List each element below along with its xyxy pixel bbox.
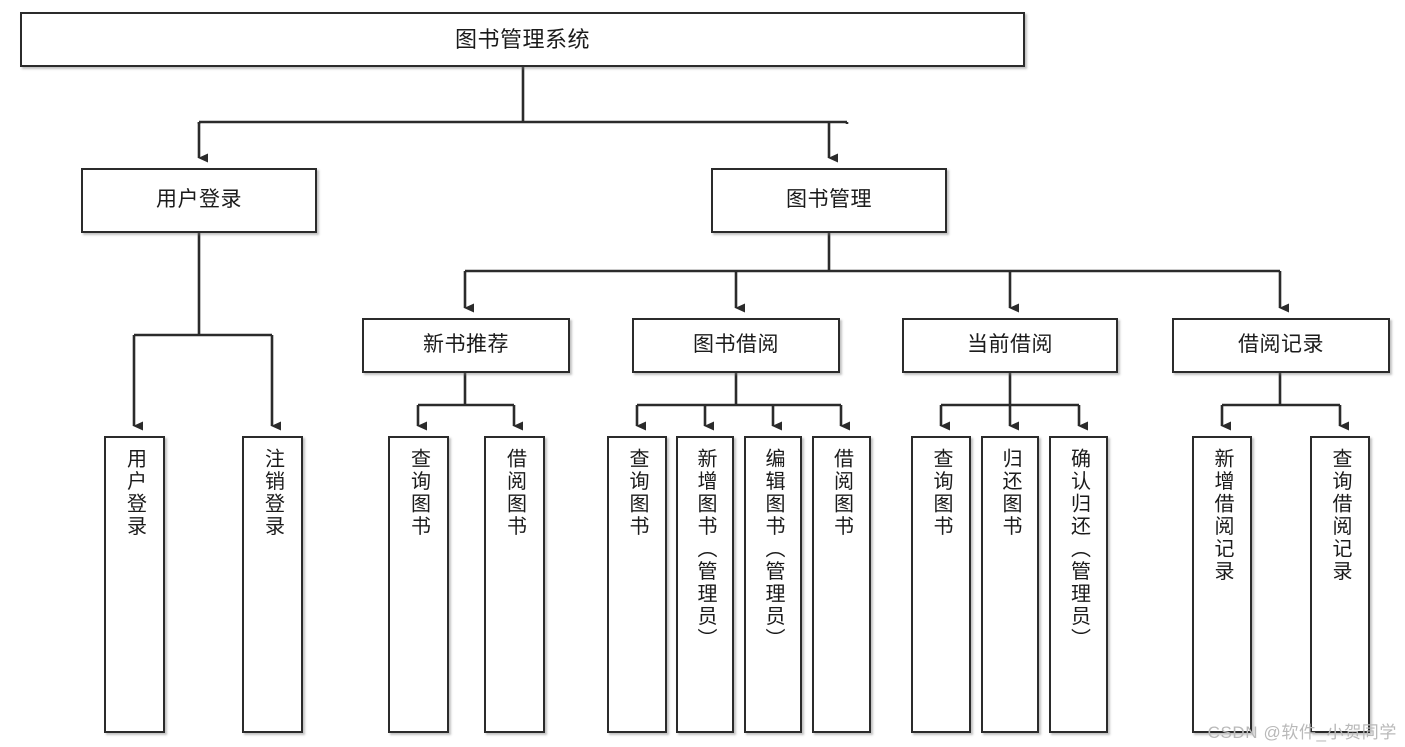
node-leaf-edit-book-admin[interactable]: 编辑图书（管理员） <box>744 436 802 733</box>
node-leaf-query-borrow-record[interactable]: 查询借阅记录 <box>1310 436 1370 733</box>
node-borrow-record[interactable]: 借阅记录 <box>1172 318 1390 373</box>
node-label: 新增图书（管理员） <box>694 448 716 651</box>
node-user-login[interactable]: 用户登录 <box>81 168 317 233</box>
node-label: 确认归还（管理员） <box>1067 448 1090 651</box>
node-leaf-user-login[interactable]: 用户登录 <box>104 436 165 733</box>
node-new-book-recommend[interactable]: 新书推荐 <box>362 318 570 373</box>
node-label: 用户登录 <box>156 188 242 212</box>
node-current-borrow[interactable]: 当前借阅 <box>902 318 1118 373</box>
node-leaf-add-book-admin[interactable]: 新增图书（管理员） <box>676 436 734 733</box>
node-label: 编辑图书（管理员） <box>762 448 784 651</box>
node-label: 借阅记录 <box>1238 333 1324 357</box>
node-leaf-query-book-current[interactable]: 查询图书 <box>911 436 971 733</box>
node-label: 图书管理 <box>786 188 872 212</box>
node-leaf-add-borrow-record[interactable]: 新增借阅记录 <box>1192 436 1252 733</box>
node-leaf-query-book-borrow[interactable]: 查询图书 <box>607 436 667 733</box>
node-leaf-return-book[interactable]: 归还图书 <box>981 436 1039 733</box>
node-label: 借阅图书 <box>830 448 853 538</box>
node-label: 当前借阅 <box>967 333 1053 357</box>
node-leaf-query-book-recommend[interactable]: 查询图书 <box>388 436 449 733</box>
node-leaf-borrow-book-recommend[interactable]: 借阅图书 <box>484 436 545 733</box>
node-label: 图书借阅 <box>693 333 779 357</box>
node-label: 注销登录 <box>261 448 284 538</box>
node-leaf-borrow-book[interactable]: 借阅图书 <box>812 436 871 733</box>
node-label: 归还图书 <box>999 448 1021 538</box>
node-label: 图书管理系统 <box>454 26 590 52</box>
node-label: 用户登录 <box>123 448 146 538</box>
node-book-borrow[interactable]: 图书借阅 <box>632 318 840 373</box>
node-label: 查询借阅记录 <box>1329 448 1351 583</box>
node-label: 查询图书 <box>930 448 952 538</box>
node-root-book-management-system[interactable]: 图书管理系统 <box>20 12 1025 67</box>
node-label: 查询图书 <box>626 448 648 538</box>
node-label: 借阅图书 <box>503 448 526 538</box>
node-label: 新增借阅记录 <box>1211 448 1233 583</box>
node-book-management[interactable]: 图书管理 <box>711 168 947 233</box>
node-label: 查询图书 <box>407 448 430 538</box>
node-leaf-logout[interactable]: 注销登录 <box>242 436 303 733</box>
node-label: 新书推荐 <box>423 333 509 357</box>
node-leaf-confirm-return-admin[interactable]: 确认归还（管理员） <box>1049 436 1108 733</box>
